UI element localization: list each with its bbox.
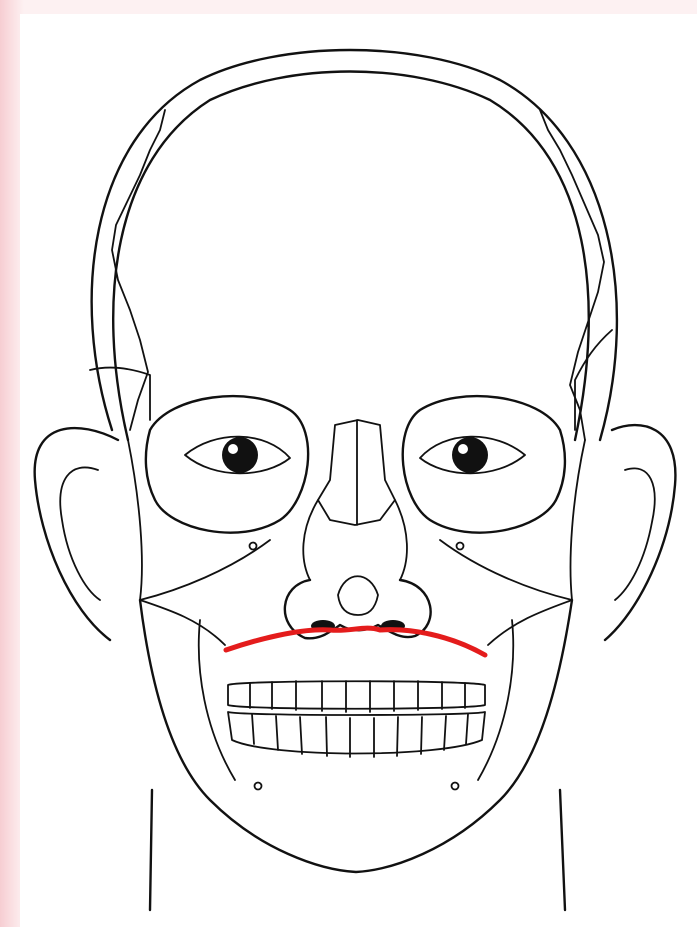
suture-left — [112, 110, 165, 430]
eye-right — [452, 437, 488, 473]
eye-left — [222, 437, 258, 473]
skull-vault — [113, 72, 589, 441]
neck-left — [150, 790, 152, 910]
scalp-outline — [92, 50, 617, 440]
upper-teeth — [228, 681, 485, 712]
nose-center — [338, 576, 378, 615]
eye-right-highlight — [458, 444, 468, 454]
eye-left-highlight — [228, 444, 238, 454]
neck-right — [560, 790, 565, 910]
fracture-line — [226, 628, 485, 655]
ear-left — [35, 428, 118, 640]
ear-right — [605, 425, 675, 640]
mental-foramen-left — [255, 783, 262, 790]
nose-side-right — [395, 500, 407, 580]
infraorbital-foramen-right — [457, 543, 464, 550]
maxilla-left — [140, 600, 225, 645]
mental-foramen-right — [452, 783, 459, 790]
infraorbital-foramen-left — [250, 543, 257, 550]
nose-side-left — [303, 500, 318, 580]
maxilla-right — [488, 600, 572, 645]
lower-teeth — [228, 712, 485, 757]
ear-left-inner — [60, 467, 100, 600]
